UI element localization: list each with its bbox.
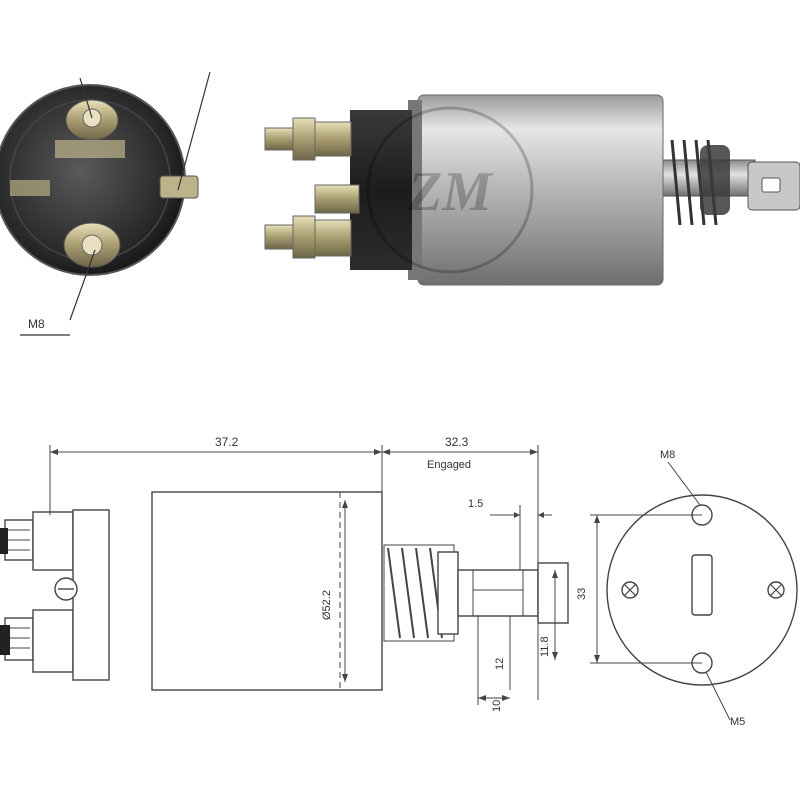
- drawing-dimensions: [49, 445, 558, 705]
- side-view-top-terminal: [264, 117, 352, 161]
- drawing-side-view: [0, 491, 569, 691]
- drawing-plunger: [457, 569, 539, 617]
- flange-height-label: 33: [576, 588, 588, 600]
- side-view-cap: [350, 110, 412, 270]
- side-view-bottom-terminal: [264, 215, 352, 259]
- top-terminal-label: M8: [660, 449, 675, 461]
- plunger-end-length-label: 10: [491, 700, 503, 712]
- drawing-slot: [691, 554, 713, 616]
- body-length-label: 37.2: [215, 435, 239, 449]
- side-view-middle-terminal: [314, 184, 360, 214]
- stroke-note-label: Engaged: [427, 459, 471, 471]
- stroke-label: 32.3: [445, 435, 469, 449]
- drawing-can: [151, 491, 383, 691]
- plunger-diameter-label: 11.8: [539, 636, 551, 657]
- end-view-top-terminal: [55, 99, 125, 158]
- bottom-terminal-label: M5: [730, 716, 745, 728]
- drawing-spring: [383, 544, 459, 642]
- drawing-labels: 37.2 32.3 Engaged 1.5 Ø52.2 12 10 11.8 3…: [215, 435, 745, 728]
- drawing-end-view: [606, 494, 798, 686]
- side-view-spring: [670, 139, 718, 226]
- svg-text:ZM: ZM: [407, 161, 494, 223]
- gap-label: 1.5: [468, 498, 483, 510]
- drawing-plunger-tab: [537, 562, 569, 624]
- slot-width-label: 12: [494, 658, 506, 670]
- end-view-bottom-terminal: [63, 222, 121, 268]
- drawing-cap: [72, 509, 110, 681]
- body-diameter-label: Ø52.2: [321, 590, 333, 620]
- drawing-bottom-terminal: [0, 609, 74, 673]
- photo-side-view: ZM: [264, 94, 800, 286]
- photo-terminal-label: M8: [28, 317, 45, 331]
- drawing-top-terminal: [0, 511, 74, 571]
- watermark-logo: ZM: [366, 106, 534, 274]
- photo-end-view: M8: [0, 71, 211, 336]
